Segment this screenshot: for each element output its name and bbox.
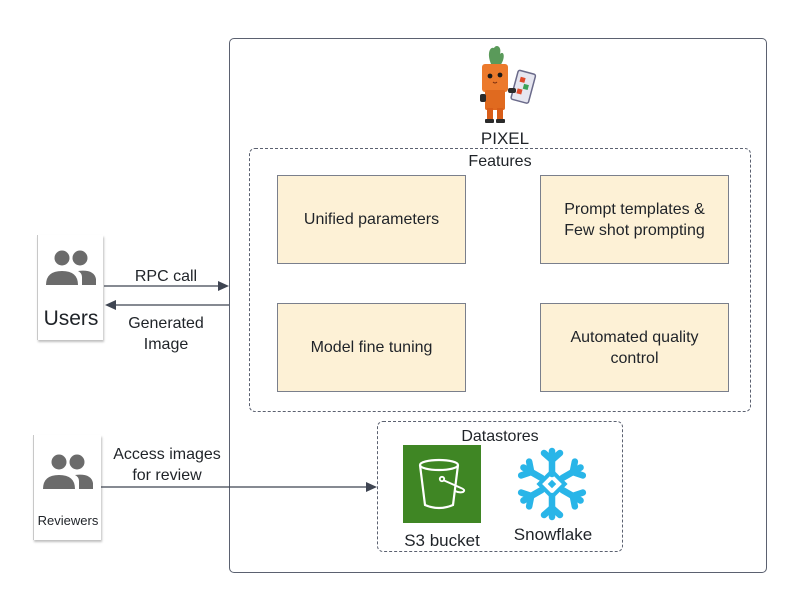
rpc-call-label: RPC call — [134, 268, 198, 285]
users-label: Users — [43, 307, 99, 330]
feature-model-fine-tuning: Model fine tuning — [277, 303, 466, 392]
reviewers-actor: Reviewers — [33, 435, 101, 540]
generated-image-label: Generated Image — [128, 315, 204, 353]
features-title: Features — [468, 153, 532, 170]
generated-image-arrow — [105, 300, 229, 310]
rpc-call-arrow — [104, 281, 229, 291]
pixel-system-container — [229, 38, 767, 573]
reviewers-label: Reviewers — [37, 513, 99, 528]
s3-bucket-icon — [418, 458, 466, 510]
snowflake-icon — [517, 447, 587, 521]
datastores-container — [377, 421, 623, 552]
snowflake-label: Snowflake — [513, 525, 593, 544]
features-container — [249, 148, 751, 412]
users-group-icon — [46, 250, 96, 285]
system-title: PIXEL — [480, 129, 530, 148]
carrot-robot-mascot-icon — [480, 46, 537, 123]
users-actor: Users — [37, 235, 103, 340]
datastores-title: Datastores — [461, 428, 539, 445]
access-review-arrow — [101, 482, 377, 492]
feature-prompt-templates: Prompt templates & Few shot prompting — [540, 175, 729, 264]
users-group-icon — [43, 454, 93, 489]
feature-automated-quality-control: Automated quality control — [540, 303, 729, 392]
feature-unified-parameters: Unified parameters — [277, 175, 466, 264]
access-review-label: Access images for review — [113, 446, 221, 484]
s3-bucket-tile — [403, 445, 481, 523]
s3-bucket-label: S3 bucket — [404, 531, 480, 550]
